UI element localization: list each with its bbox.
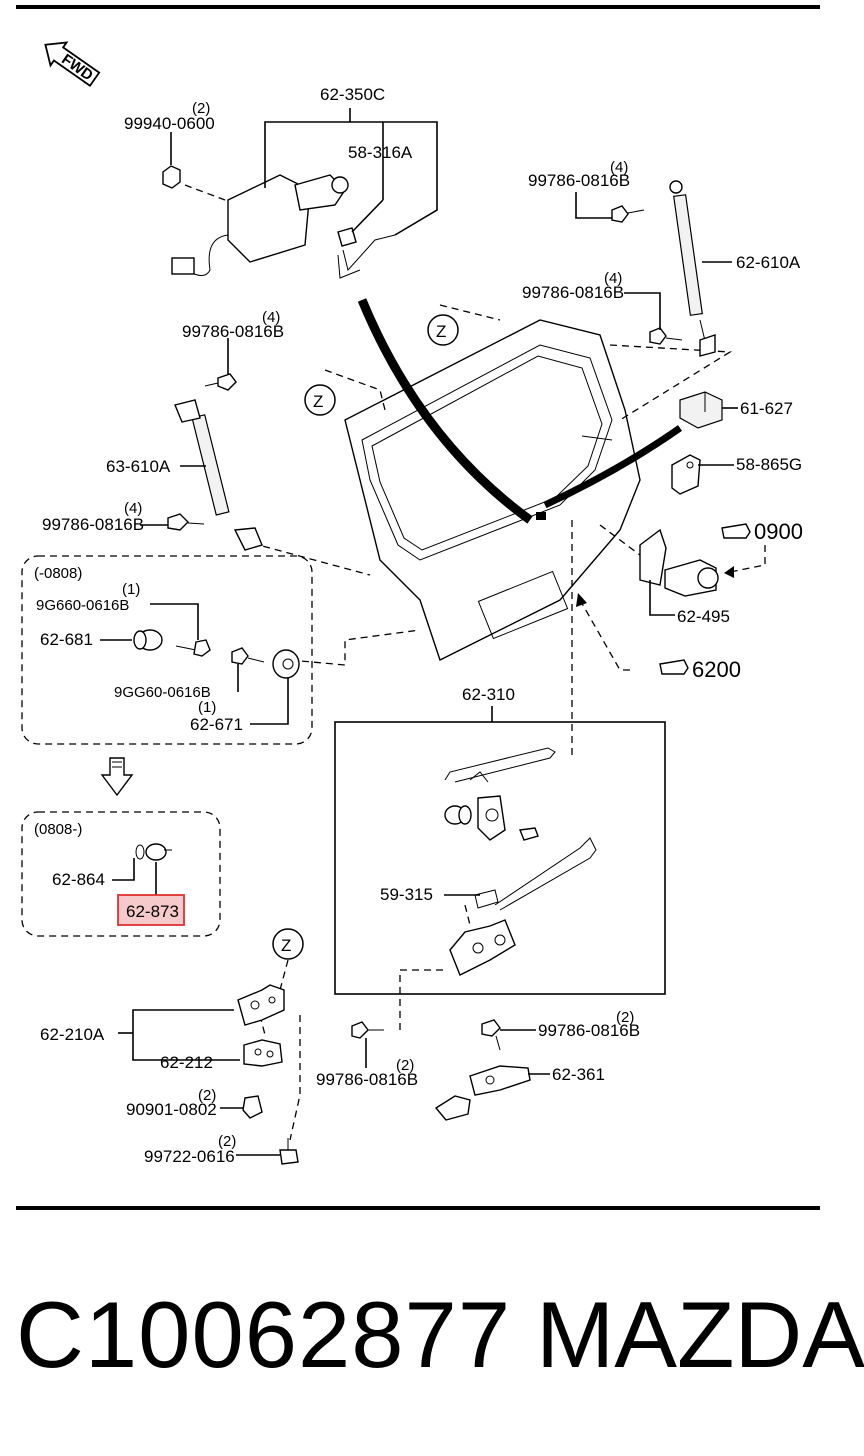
callout-z-left: Z [304, 384, 336, 416]
label-99786-tr: 99786-0816B [528, 171, 630, 190]
bolt-9GG60 [231, 647, 265, 665]
qty-90901: (2) [198, 1087, 216, 1104]
ref-6200: 6200 [576, 593, 741, 682]
label-90901-0802: 90901-0802 [126, 1100, 217, 1119]
box-pre-range: (-0808) [34, 565, 82, 582]
stopper-61-627 [679, 391, 723, 429]
label-9GG60-0616B: 9GG60-0616B [114, 684, 211, 701]
ref-0900: 0900 [721, 519, 803, 578]
latch-box [334, 706, 666, 995]
label-9G660-0616B: 9G660-0616B [36, 597, 129, 614]
label-99786-mr: 99786-0816B [522, 283, 624, 302]
hinge-62-210A [237, 984, 299, 1165]
label-62-212: 62-212 [160, 1053, 213, 1072]
highlight-62-873 [117, 894, 185, 926]
label-62-350C: 62-350C [320, 85, 385, 104]
label-62-873: 62-873 [126, 902, 179, 921]
callout-z-bottom: Z [272, 928, 304, 991]
qty-99940: (2) [192, 100, 210, 117]
lock-actuator [171, 174, 396, 279]
qty-99786-mr: (4) [604, 270, 622, 287]
bumper-62-671 [272, 649, 300, 679]
label-99786-bc: 99786-0816B [316, 1070, 418, 1089]
brand-name: MAZDA [536, 1282, 864, 1387]
box-post-0808: (0808-) 62-864 62-873 [21, 811, 221, 937]
key-cylinder-62-495 [639, 528, 719, 597]
callout-z-top: Z [427, 314, 459, 346]
qty-99786-ml: (4) [262, 309, 280, 326]
bolt-bc [351, 1021, 384, 1039]
label-99786-ml: 99786-0816B [182, 322, 284, 341]
box-post-range: (0808-) [34, 821, 82, 838]
label-62-495: 62-495 [677, 607, 730, 626]
label-62-310: 62-310 [462, 685, 515, 704]
label-62-681: 62-681 [40, 630, 93, 649]
qty-99786-tr: (4) [610, 159, 628, 176]
svg-text:Z: Z [436, 322, 446, 341]
qty-99786-ll: (4) [124, 500, 142, 517]
bolt-ll [167, 513, 205, 531]
weatherstrip [357, 298, 533, 524]
weatherstrip-right [543, 425, 683, 509]
label-63-610A: 63-610A [106, 457, 171, 476]
gas-strut-left [174, 399, 263, 551]
label-62-864: 62-864 [52, 870, 105, 889]
label-62-671: 62-671 [190, 715, 243, 734]
qty-9G660: (1) [122, 581, 140, 598]
bushing-62-681 [133, 629, 163, 651]
gas-strut-right [669, 180, 716, 357]
bumper-62-864 [135, 843, 172, 861]
label-61-627: 61-627 [740, 399, 793, 418]
label-62-361: 62-361 [552, 1065, 605, 1084]
bolt-9G660 [175, 639, 211, 657]
label-99940-0600: 99940-0600 [124, 114, 215, 133]
label-99786-br: 99786-0816B [538, 1021, 640, 1040]
svg-text:6200: 6200 [692, 657, 741, 682]
bracket-58-865G [671, 454, 701, 495]
label-58-316A: 58-316A [348, 143, 413, 162]
part-code: C10062877 [16, 1282, 512, 1387]
bolt-br [481, 1019, 501, 1051]
svg-text:0900: 0900 [754, 519, 803, 544]
bolt-99722 [279, 1138, 299, 1165]
qty-99786-br: (2) [616, 1009, 634, 1026]
label-62-210A: 62-210A [40, 1025, 105, 1044]
qty-99722: (2) [218, 1133, 236, 1150]
nut-99940 [162, 165, 181, 189]
down-arrow-icon [100, 757, 134, 797]
label-58-865G: 58-865G [736, 455, 802, 474]
bolt-ml [204, 373, 237, 391]
label-99722-0616: 99722-0616 [144, 1147, 235, 1166]
svg-text:Z: Z [313, 392, 323, 411]
box-pre-0808: (-0808) (1) 9G660-0616B 62-681 (1) 9GG60… [21, 555, 313, 745]
bolt-tr [611, 205, 645, 223]
bolt-mr [649, 327, 683, 345]
striker-62-361 [434, 1065, 531, 1121]
svg-text:Z: Z [281, 936, 291, 955]
label-99786-ll: 99786-0816B [42, 515, 144, 534]
qty-9GG60: (1) [198, 699, 216, 716]
label-59-315: 59-315 [380, 885, 433, 904]
fwd-arrow-icon: FWD [44, 41, 101, 88]
label-62-610A: 62-610A [736, 253, 801, 272]
qty-99786-bc: (2) [396, 1057, 414, 1074]
